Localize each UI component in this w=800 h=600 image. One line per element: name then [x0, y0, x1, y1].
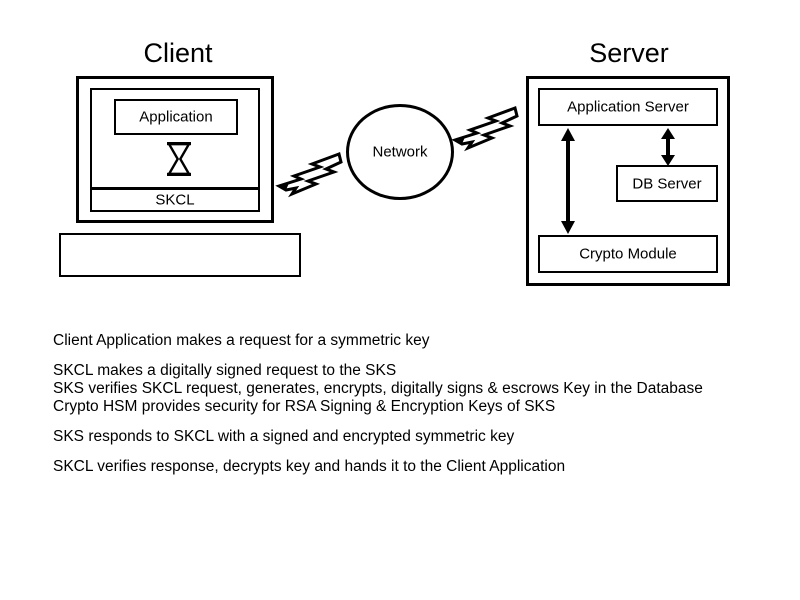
client-application-label: Application: [139, 108, 213, 126]
step-item-6: SKCL verifies response, decrypts key and…: [53, 458, 566, 475]
application-server-box[interactable]: Application Server: [538, 88, 718, 126]
appserver-db-arrow: [659, 128, 677, 166]
application-server-label: Application Server: [567, 98, 689, 116]
crypto-module-label: Crypto Module: [579, 245, 677, 263]
network-server-link-icon: [451, 104, 519, 152]
network-label: Network: [372, 143, 428, 161]
step-item-1: Client Application makes a request for a…: [53, 332, 430, 349]
hourglass-icon: [164, 142, 194, 176]
step-item-2: SKCL makes a digitally signed request to…: [53, 362, 397, 379]
step-item-3: SKS verifies SKCL request, generates, en…: [53, 380, 703, 397]
crypto-module-box[interactable]: Crypto Module: [538, 235, 718, 273]
step-item-4: Crypto HSM provides security for RSA Sig…: [53, 398, 556, 415]
client-base-stand: [59, 233, 301, 277]
client-network-link-icon: [275, 150, 343, 198]
client-title: Client: [143, 38, 213, 68]
client-application-box[interactable]: Application: [114, 99, 238, 135]
db-server-label: DB Server: [632, 175, 702, 192]
server-title: Server: [589, 38, 669, 68]
client-skcl-divider: [91, 187, 259, 190]
steps-list: Client Application makes a request for a…: [53, 332, 753, 488]
client-skcl-section[interactable]: SKCL: [91, 189, 259, 211]
client-skcl-label: SKCL: [155, 191, 195, 209]
appserver-crypto-arrow: [559, 128, 577, 234]
db-server-box[interactable]: DB Server: [616, 165, 718, 202]
step-item-5: SKS responds to SKCL with a signed and e…: [53, 428, 515, 445]
network-circle[interactable]: Network: [346, 104, 454, 200]
